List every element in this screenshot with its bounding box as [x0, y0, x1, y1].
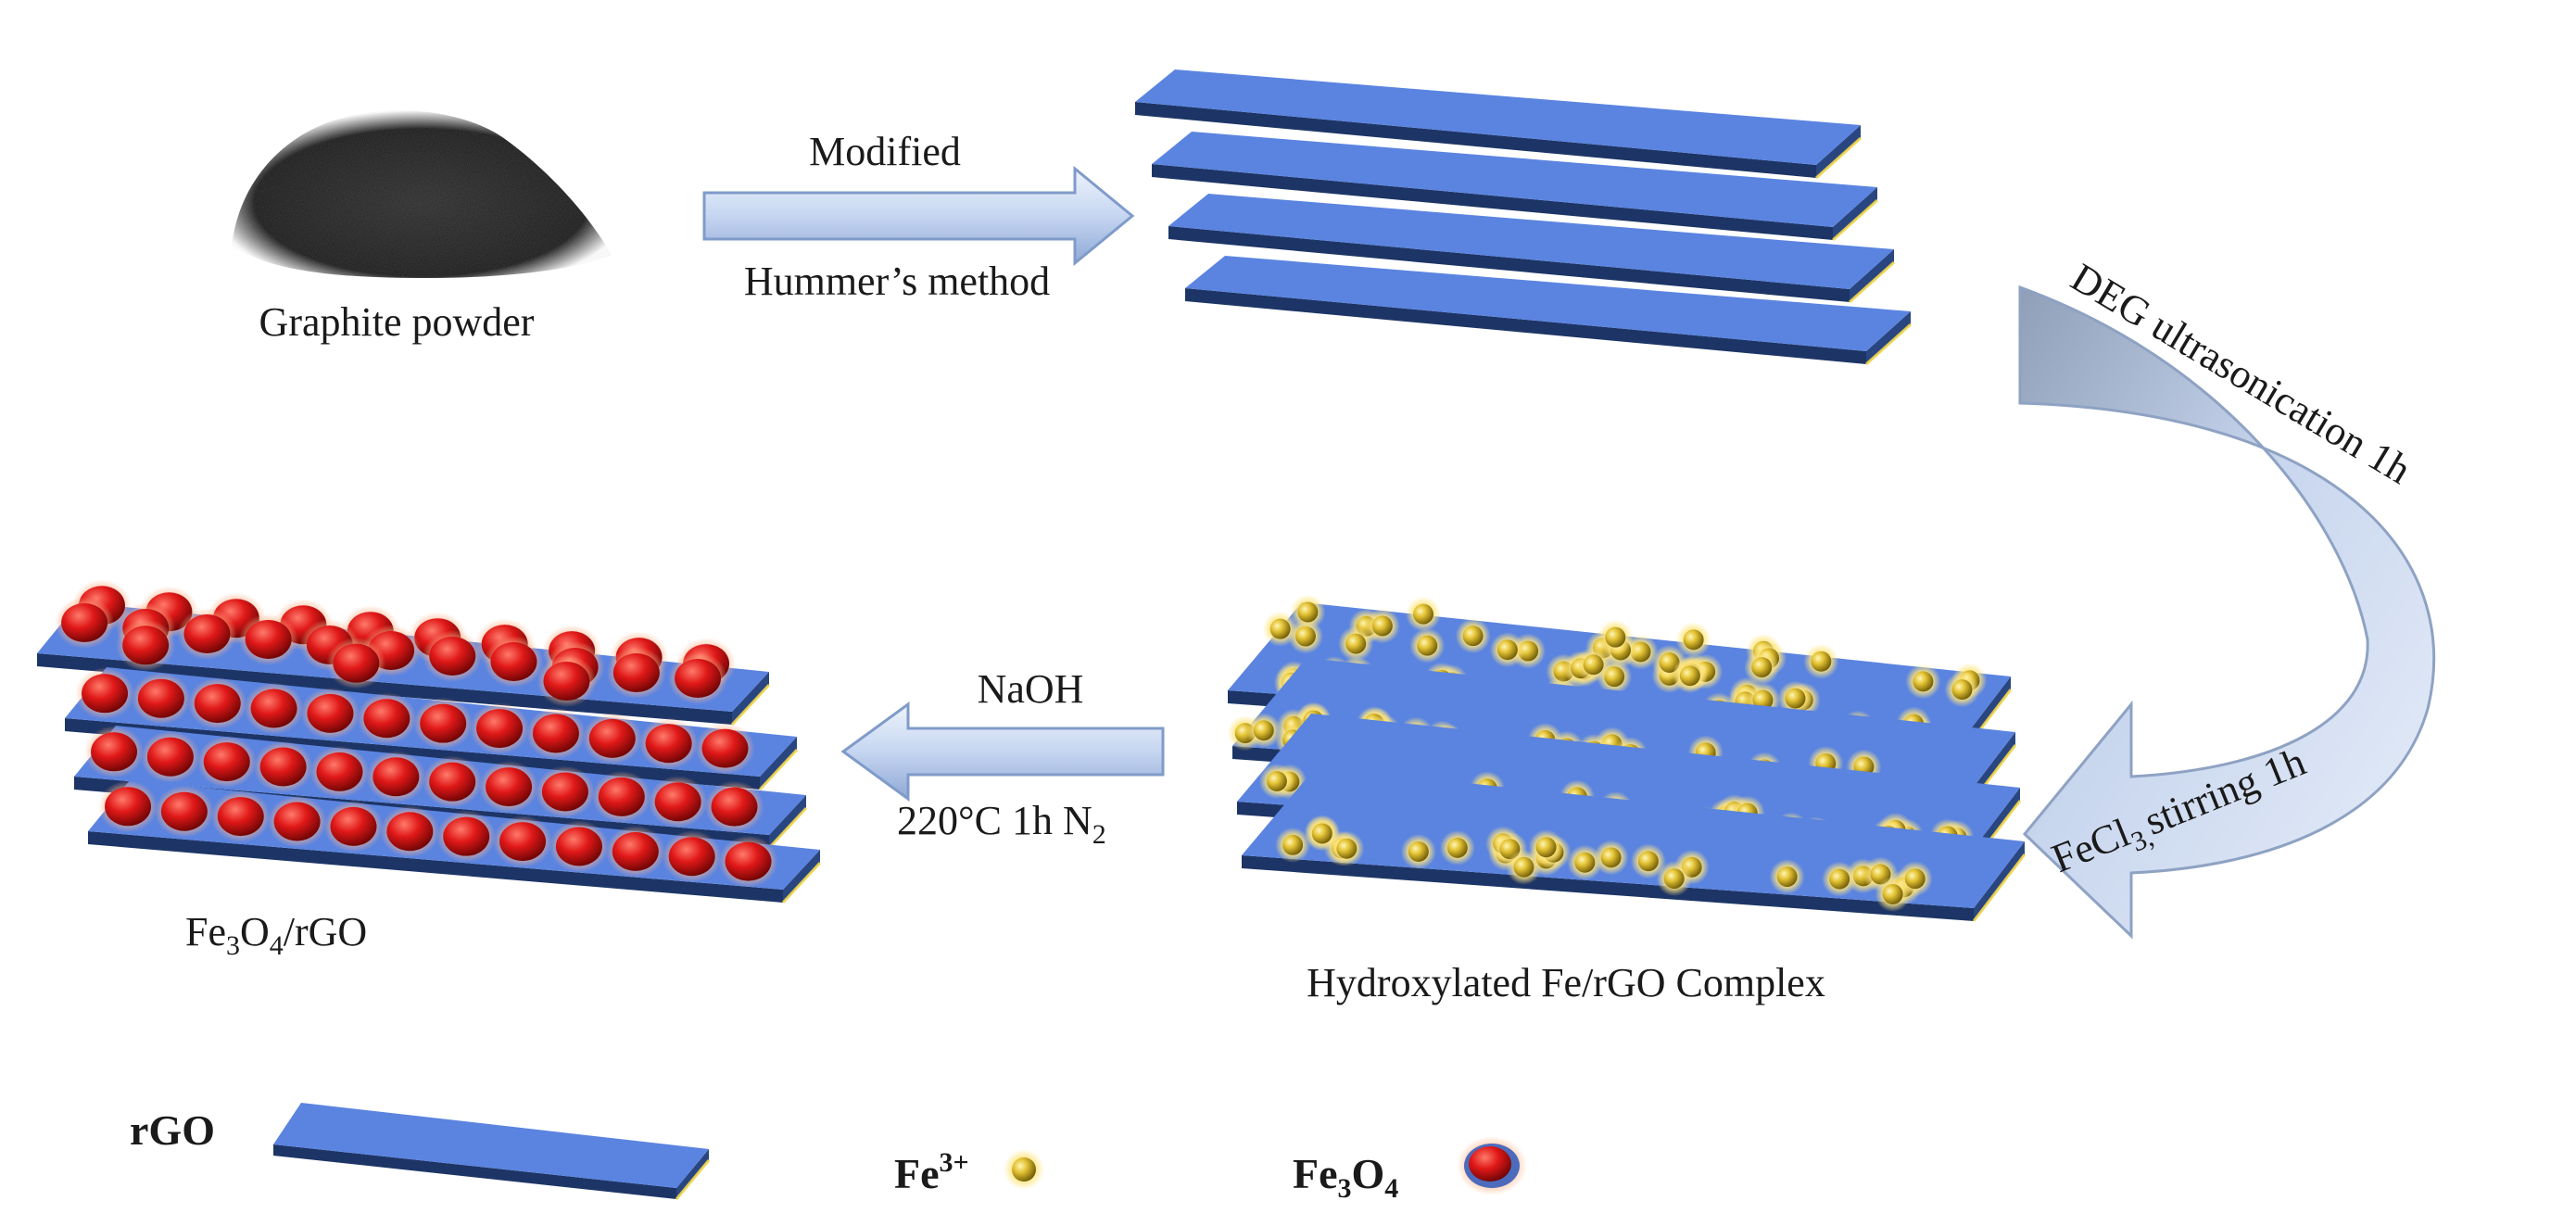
go-sheet — [1152, 132, 1879, 242]
legend-fe3-label: Fe3+ — [894, 1147, 969, 1197]
fe3o4-rgo-sheet — [37, 579, 771, 727]
arrow2-bottom-label: 220°C 1h N2 — [897, 798, 1106, 850]
go-sheet — [1168, 194, 1896, 304]
fe3o4-rgo-stack — [37, 579, 822, 904]
go-sheet — [1135, 70, 1863, 180]
legend-rgo-label: rGO — [130, 1106, 215, 1154]
arrow-left-naoh — [840, 701, 1165, 802]
arrow-right-hummers — [702, 165, 1135, 267]
legend-rgo-sheet — [273, 1103, 711, 1200]
legend-fe3-particle — [1004, 1149, 1044, 1190]
product-label: Fe3O4/rGO — [185, 909, 367, 961]
graphite-label: Graphite powder — [259, 299, 535, 345]
graphite-powder-icon — [232, 110, 612, 278]
legend-fe3o4-label: Fe3O4 — [1293, 1150, 1398, 1204]
fe-rgo-sheet — [1242, 767, 2027, 922]
fe3o4-rgo-sheet — [88, 780, 822, 904]
legend: rGO Fe3+ Fe3O4 — [130, 1103, 1527, 1204]
temp-text: 220°C 1h N — [897, 798, 1092, 843]
arrow1-bottom-label: Hummer’s method — [744, 259, 1050, 304]
complex-label: Hydroxylated Fe/rGO Complex — [1307, 960, 1825, 1005]
legend-fe3o4-particle — [1457, 1136, 1527, 1195]
curved-arrow — [2018, 284, 2436, 940]
go-sheet-stack — [1135, 70, 1913, 366]
arrow2-top-label: NaOH — [978, 666, 1084, 712]
fe-rgo-complex-stack — [1227, 594, 2027, 922]
legend-sheet-shape — [273, 1103, 711, 1200]
fe3o4-rgo-sheet — [65, 667, 799, 791]
go-sheet — [1185, 256, 1913, 366]
n2-sub: 2 — [1092, 819, 1106, 850]
arrow1-top-label: Modified — [809, 129, 961, 174]
